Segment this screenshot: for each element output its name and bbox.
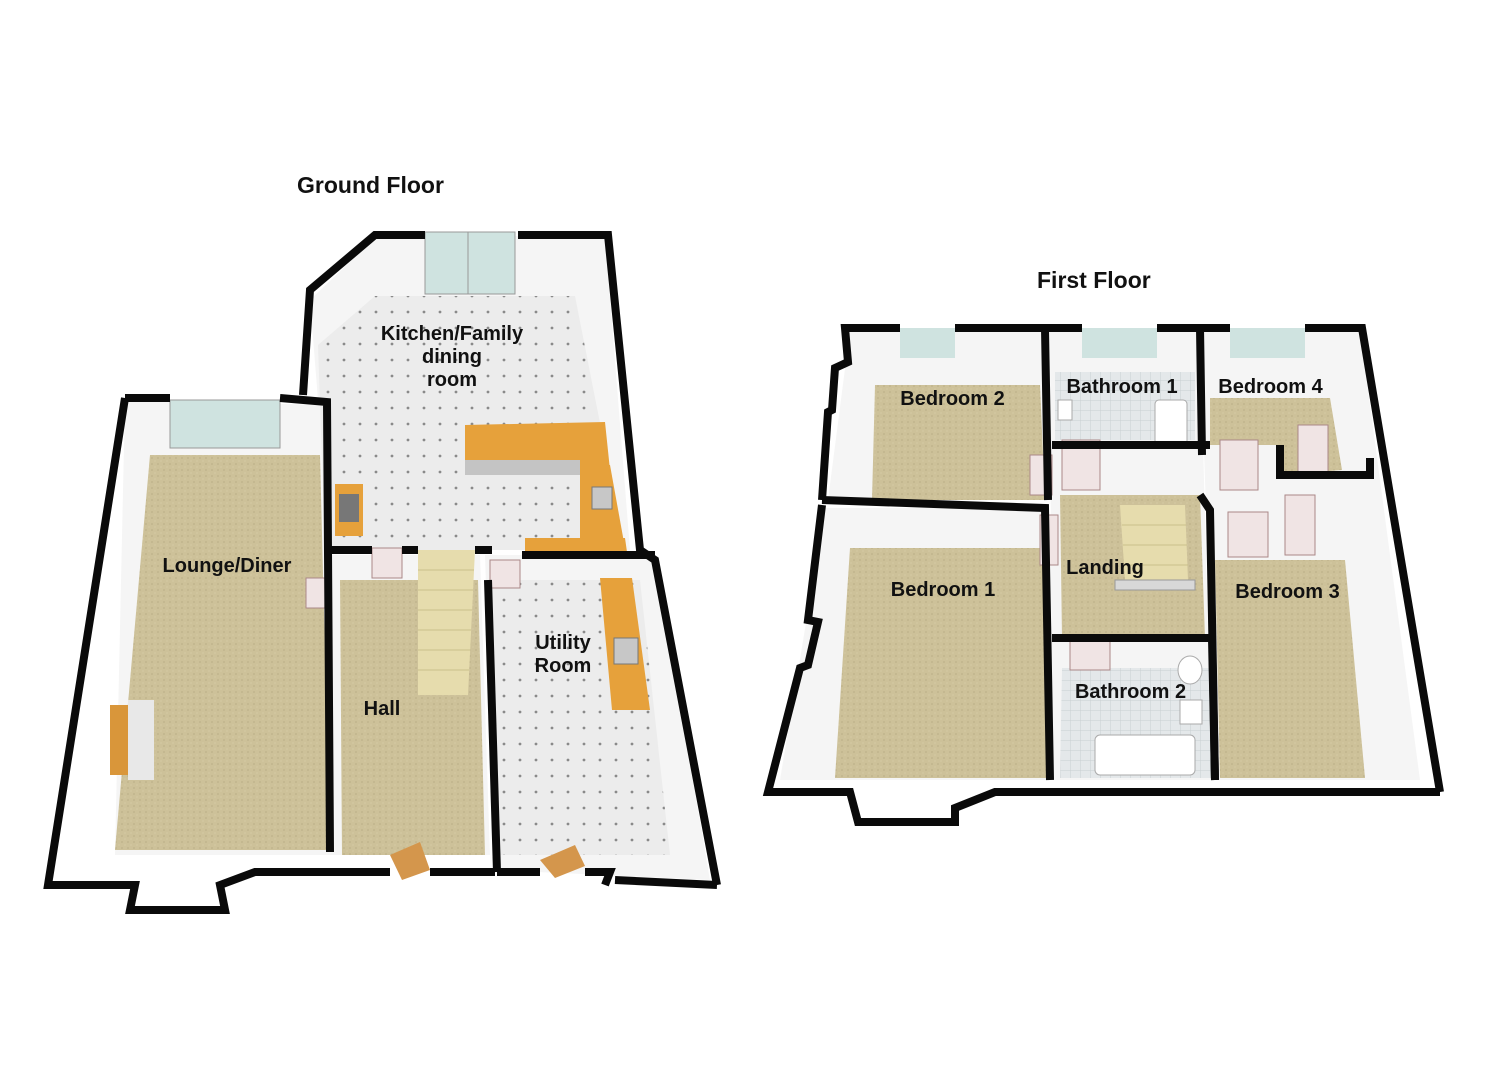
kitchen-floor: [318, 296, 625, 550]
utility-sink: [613, 637, 639, 665]
lounge-window: [169, 399, 281, 449]
door-bedroom4: [1219, 439, 1259, 491]
room-label-bedroom2: Bedroom 2: [900, 388, 1005, 410]
room-label-utility: Utility Room: [534, 632, 592, 677]
bathroom1-basin: [1057, 399, 1073, 421]
kitchen-units-front: [465, 460, 580, 475]
cupboard-door-2: [1284, 494, 1316, 556]
bedroom3-floor: [1215, 560, 1365, 778]
internal-door-3: [305, 577, 327, 609]
ground-floor-plan: [43, 231, 721, 914]
cupboard-door-1: [1297, 424, 1329, 476]
bathroom2-basin: [1179, 699, 1203, 725]
door-bedroom3: [1227, 511, 1269, 558]
bedroom2-window: [900, 328, 955, 358]
first-floor-plan: [762, 324, 1444, 826]
room-label-bathroom1: Bathroom 1: [1066, 376, 1178, 398]
bedroom4-window: [1230, 328, 1305, 358]
room-label-bedroom1: Bedroom 1: [890, 579, 996, 601]
ground-walls: [43, 231, 721, 914]
bathroom2-bath: [1094, 734, 1196, 776]
first-floor-title: First Floor: [1037, 267, 1151, 293]
front-door: [390, 842, 430, 880]
room-label-bedroom3: Bedroom 3: [1235, 581, 1340, 603]
bathroom1-window: [1082, 328, 1157, 358]
bathroom1-bath: [1154, 399, 1188, 446]
kitchen-sink: [591, 486, 613, 510]
first-stairs: [1120, 505, 1188, 580]
room-label-hall: Hall: [363, 698, 401, 720]
room-label-bedroom4: Bedroom 4: [1218, 376, 1323, 398]
kitchen-patio-window: [424, 231, 516, 295]
banister: [1114, 579, 1196, 591]
bathroom2-toilet: [1177, 655, 1203, 685]
room-label-lounge: Lounge/Diner: [162, 555, 292, 577]
first-walls: [762, 324, 1444, 826]
door-bathroom2: [1069, 639, 1111, 671]
fireplace-hearth: [128, 700, 154, 780]
ground-floor-title: Ground Floor: [297, 172, 444, 198]
room-label-landing: Landing: [1066, 557, 1144, 579]
room-label-bathroom2: Bathroom 2: [1074, 681, 1187, 703]
internal-door-2: [489, 559, 521, 589]
fireplace: [110, 705, 130, 775]
kitchen-bottom-worktop: [525, 538, 627, 552]
utility-door: [540, 845, 585, 878]
ground-stairs: [418, 550, 475, 695]
internal-door-1: [371, 547, 403, 579]
cooker-rings: [339, 494, 359, 522]
kitchen-island-worktop: [465, 422, 610, 472]
room-label-kitchen: Kitchen/Family dining room: [380, 323, 524, 391]
utility-floor: [488, 580, 670, 855]
bedroom2-floor: [872, 385, 1045, 500]
bedroom1-floor: [835, 548, 1050, 778]
lounge-floor: [115, 455, 330, 850]
